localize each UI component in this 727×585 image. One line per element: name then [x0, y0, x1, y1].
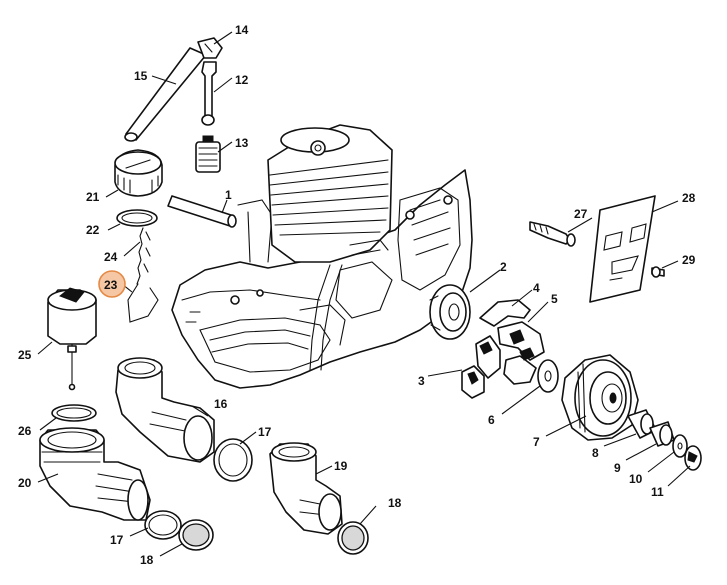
callout-17-lower-left[interactable]: 17	[110, 533, 124, 547]
part-24-chain[interactable]	[136, 227, 151, 285]
callout-25[interactable]: 25	[18, 348, 32, 362]
part-15-fuel-hose[interactable]	[124, 47, 207, 142]
part-13-fuel-filter[interactable]	[195, 135, 221, 173]
callout-19[interactable]: 19	[334, 459, 348, 473]
callout-18-right[interactable]: 18	[388, 496, 402, 510]
callout-21[interactable]: 21	[86, 190, 100, 204]
callout-3[interactable]: 3	[418, 374, 425, 388]
part-6-washer[interactable]	[537, 359, 559, 393]
callout-17-middle[interactable]: 17	[258, 425, 272, 439]
part-12-fuel-tube[interactable]	[201, 61, 217, 126]
part-23-retainer-wire[interactable]	[127, 283, 159, 323]
part-16-elbow[interactable]	[115, 357, 215, 463]
callout-2[interactable]: 2	[500, 260, 507, 274]
part-7-clutch-drum[interactable]	[561, 354, 639, 441]
part-27-bolt[interactable]	[529, 221, 576, 247]
callout-6[interactable]: 6	[488, 413, 495, 427]
callout-26[interactable]: 26	[18, 424, 32, 438]
callout-18-lower-left[interactable]: 18	[140, 553, 154, 567]
callout-23-highlight	[98, 270, 126, 298]
part-9-bearing[interactable]	[649, 421, 675, 447]
part-29-screw[interactable]	[651, 266, 665, 278]
callout-13[interactable]: 13	[235, 136, 249, 150]
part-17-ring-middle[interactable]	[213, 438, 253, 482]
callout-7[interactable]: 7	[533, 435, 540, 449]
leader-lines	[37, 31, 691, 557]
callout-28[interactable]: 28	[682, 191, 696, 205]
part-2-sprocket[interactable]	[429, 284, 471, 340]
part-19-elbow[interactable]	[269, 442, 343, 535]
part-10-washer[interactable]	[672, 434, 688, 458]
part-18-ring-lower-left[interactable]	[178, 519, 214, 551]
callout-22[interactable]: 22	[86, 223, 100, 237]
callout-20[interactable]: 20	[18, 476, 32, 490]
callout-27[interactable]: 27	[574, 207, 588, 221]
part-11-nut[interactable]	[684, 445, 702, 471]
part-21-tank-cap[interactable]	[114, 149, 163, 197]
cylinder	[267, 124, 393, 263]
callout-29[interactable]: 29	[682, 253, 696, 267]
handle-frame	[309, 239, 389, 371]
callout-1[interactable]: 1	[225, 188, 232, 202]
callout-16[interactable]: 16	[214, 397, 228, 411]
callout-4[interactable]: 4	[533, 281, 540, 295]
part-26-o-ring[interactable]	[51, 404, 97, 422]
callout-9[interactable]: 9	[614, 461, 621, 475]
callout-labels: 1 2 3 4 5 6 7 8 9 10 11 12 13 14 15 16 1…	[18, 23, 696, 567]
part-22-o-ring[interactable]	[116, 209, 158, 227]
callout-11[interactable]: 11	[651, 485, 664, 499]
callout-8[interactable]: 8	[592, 446, 599, 460]
callout-24[interactable]: 24	[104, 250, 118, 264]
callout-12[interactable]: 12	[235, 73, 249, 87]
part-25-vent-cap[interactable]	[47, 287, 97, 391]
part-28-plate[interactable]	[589, 195, 656, 303]
part-18-ring-right[interactable]	[337, 521, 369, 555]
callout-15[interactable]: 15	[134, 69, 148, 83]
part-20-elbow[interactable]	[39, 427, 151, 521]
callout-14[interactable]: 14	[235, 23, 249, 37]
callout-10[interactable]: 10	[629, 472, 643, 486]
callout-23[interactable]: 23	[104, 278, 118, 292]
part-1-hose[interactable]	[167, 195, 237, 228]
clutch-assembly[interactable]	[461, 299, 545, 399]
part-17-ring-lower-left[interactable]	[144, 510, 182, 540]
callout-5[interactable]: 5	[551, 292, 558, 306]
